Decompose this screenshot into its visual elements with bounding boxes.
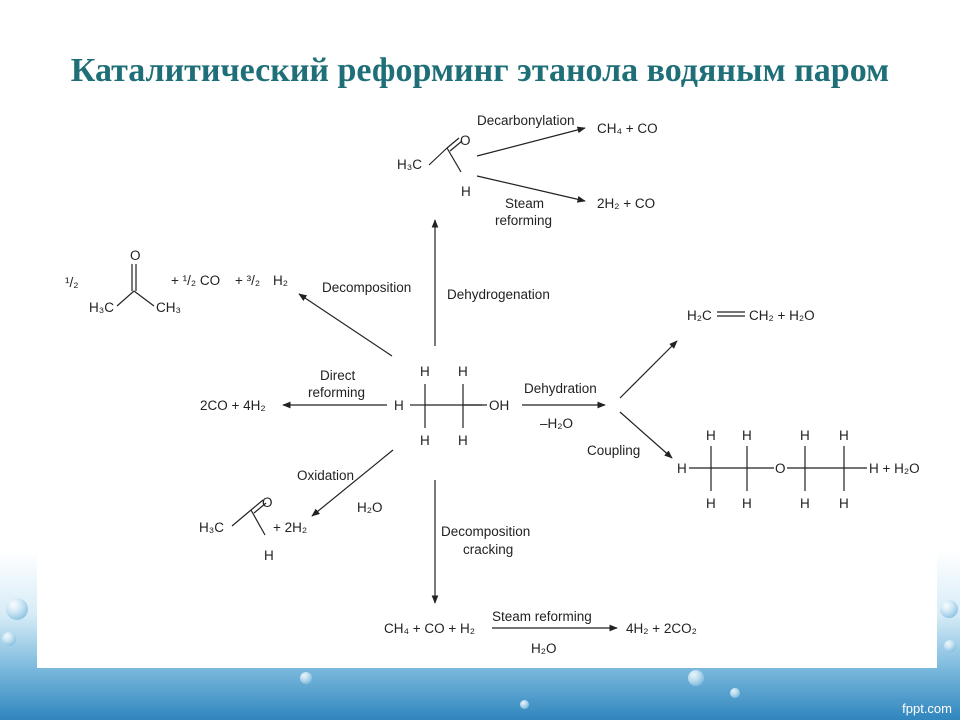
water-drop [730,688,740,698]
ethylene-rest: CH₂ + H₂O [749,308,815,323]
ether-h-left: H [677,461,687,476]
label-dehydrogenation: Dehydrogenation [447,287,550,302]
label-decomposition: Decomposition [322,280,411,295]
label-dehydration: Dehydration [524,381,597,396]
acetaldehyde-top-o: O [460,133,471,148]
acetaldehyde-top-h: H [461,184,471,199]
slide-title: Каталитический реформинг этанола водяным… [70,52,890,89]
ethylene-h2c: H₂C [687,308,712,323]
ethanol-h-top-2: H [458,364,468,379]
oxidation-o: O [262,495,273,510]
decomposition-co-term: + ¹/₂ CO [171,273,220,288]
arrow-steam-reforming-top [476,175,586,203]
label-cracking: cracking [463,542,513,557]
ethanol-structure [410,384,487,428]
ether-h-top-4: H [839,428,849,443]
oxidation-h3c: H₃C [199,520,224,535]
product-steam-reforming-top: 2H₂ + CO [597,196,655,211]
product-decarbonylation: CH₄ + CO [597,121,658,136]
arrow-decomposition [298,293,393,357]
ethanol-oh: OH [489,398,509,413]
label-steam-reforming-bottom: Steam reforming [492,609,592,624]
ethanol-h-left: H [394,398,404,413]
arrow-coupling [619,411,673,459]
footer-brand: fppt.com [902,701,952,716]
label-coupling: Coupling [587,443,640,458]
product-final: 4H₂ + 2CO₂ [626,621,697,636]
ether-h-bottom-3: H [800,496,810,511]
ether-tail: H + H₂O [869,461,920,476]
label-steam-top: Steam [505,196,544,211]
ether-h-top-3: H [800,428,810,443]
arrow-to-ethylene [619,340,678,399]
label-reforming-left: reforming [308,385,365,400]
ethanol-h-bottom-2: H [458,433,468,448]
water-drop [940,600,958,618]
acetone-coefficient: ¹/₂ [65,275,79,290]
acetaldehyde-oxidation [231,499,267,536]
water-drop [2,632,16,646]
label-direct: Direct [320,368,356,383]
acetone-structure [116,264,155,307]
reaction-diagram: H H H OH H H Dehydrogenation H₃C O H Dec… [37,98,937,668]
ether-h-top-1: H [706,428,716,443]
ethanol-h-top-1: H [420,364,430,379]
water-drop [300,672,312,684]
product-cracking: CH₄ + CO + H₂ [384,621,475,636]
acetone-h3c: H₃C [89,300,114,315]
label-reforming-top: reforming [495,213,552,228]
ether-h-bottom-4: H [839,496,849,511]
label-oxidation: Oxidation [297,468,354,483]
water-drop [688,670,704,686]
arrow-decarbonylation [476,126,586,157]
water-drop [6,598,28,620]
decomposition-h2-coef: + ³/₂ [235,273,260,288]
oxidation-reagent: H₂O [357,500,383,515]
ether-h-bottom-2: H [742,496,752,511]
dehydration-water-loss: –H₂O [540,416,573,431]
diethyl-ether-structure [689,446,867,491]
decomposition-h2: H₂ [273,273,288,288]
label-decomposition-cracking: Decomposition [441,524,530,539]
oxidation-plus-h2: + 2H₂ [273,520,307,535]
steam-reforming-reagent: H₂O [531,641,557,656]
ether-h-bottom-1: H [706,496,716,511]
ethanol-h-bottom-1: H [420,433,430,448]
acetaldehyde-top-h3c: H₃C [397,157,422,172]
acetone-o: O [130,248,141,263]
ether-h-top-2: H [742,428,752,443]
water-drop [520,700,529,709]
label-decarbonylation: Decarbonylation [477,113,575,128]
ether-o: O [775,461,786,476]
acetaldehyde-top [428,137,463,173]
product-direct-reforming: 2CO + 4H₂ [200,398,266,413]
acetone-ch3: CH₃ [156,300,181,315]
water-drop [944,640,956,652]
arrow-oxidation [311,449,394,517]
oxidation-h: H [264,548,274,563]
